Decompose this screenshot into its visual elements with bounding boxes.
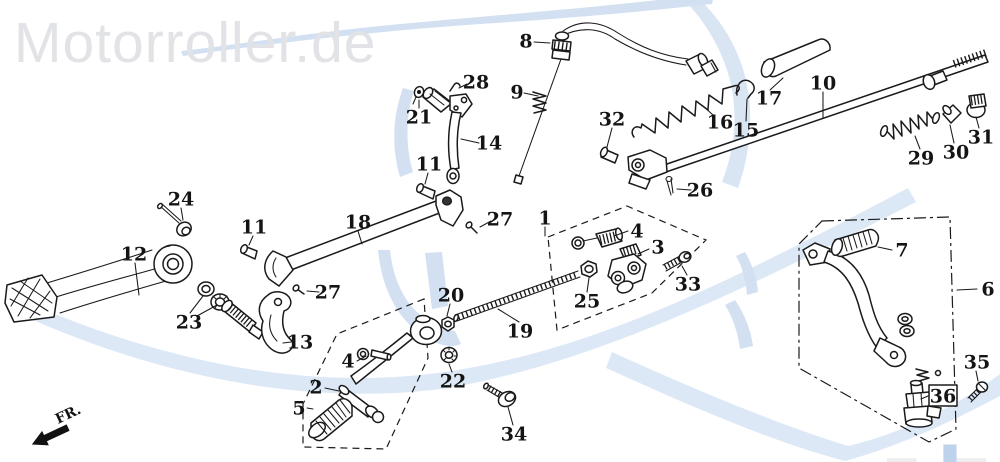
part-callout-12: 12 [121,244,147,266]
cable-spring [532,91,547,114]
grip-7 [830,228,880,258]
brake-rod-18 [264,189,464,287]
watermark-brand-bottom: Motorroller [0,419,1000,462]
boxed-label-36-frame [928,384,958,407]
part-callout-13: 13 [287,332,313,354]
part-callout-17: 17 [756,88,782,110]
joint-3 [607,243,647,294]
kickstart-lever [802,242,942,428]
adjuster-31 [966,93,987,119]
screw-27-upper [465,221,478,234]
leader-lines [134,41,980,426]
part-callout-2: 2 [309,377,322,399]
rod-clamp [627,149,668,190]
part-callout-11: 11 [241,217,267,239]
part-callout-19: 19 [507,321,533,343]
cotter-pin-26 [665,175,674,196]
part-callout-14: 14 [476,133,502,155]
screw-27-lower [292,284,305,295]
pedal-pad [4,274,58,323]
inner-cable [518,58,562,177]
part-callout-29: 29 [908,148,934,170]
nut-20 [441,316,455,332]
hook-15 [735,79,755,99]
spring-16 [631,84,740,138]
fr-arrow-icon [31,424,70,446]
part-callout-32: 32 [599,109,625,131]
screw-35 [967,381,989,403]
bolt-24 [156,202,192,237]
watermark-brand-top: Motorroller.de [14,11,377,75]
cable-assembly [513,22,719,185]
part-callout-16: 16 [707,112,733,134]
part-callout-5: 5 [292,398,305,420]
parts-drawing [4,22,989,450]
pin-11-lower [239,243,258,260]
part-callout-30: 30 [943,142,969,164]
watermark-brand-suffix: .de [878,428,1000,462]
part-callout-7: 7 [895,240,908,262]
lever-14 [422,86,473,185]
spring-29 [879,111,941,140]
part-callout-6: 6 [981,279,994,301]
part-callout-36: 36 [930,386,956,408]
part-callout-23: 23 [176,312,202,334]
part-callout-35: 35 [964,352,990,374]
rod-bracket [435,189,464,227]
nut-22 [440,346,458,364]
tie-rod-19 [453,270,581,323]
arm-13 [258,291,294,354]
part-callout-24: 24 [168,189,194,211]
part-callout-4: 4 [630,221,643,243]
part-callout-27: 27 [487,209,513,231]
part-callout-25: 25 [574,291,600,313]
bolt-33 [662,251,692,272]
part-callout-21: 21 [406,107,432,129]
watermark-swirl-bar [425,252,448,309]
watermark-swirl-curl [394,88,414,177]
splined-shaft [221,299,264,340]
gearshift-pedal [308,314,443,442]
group-box-2 [302,298,429,450]
hook-28 [449,82,461,92]
part-callout-10: 10 [810,73,836,95]
watermark-petal-upper [736,252,758,295]
part-callout-26: 26 [687,180,713,202]
bolt-4-upper [571,227,624,250]
bolt-34 [482,382,517,408]
watermark-band-main [24,188,916,394]
part-callout-8: 8 [519,31,532,53]
watermark-petal-lower [725,300,753,349]
part-callout-31: 31 [968,127,994,149]
part-callout-9: 9 [510,82,523,104]
part-callout-4: 4 [341,351,354,373]
part-callout-34: 34 [501,424,527,446]
part-callout-33: 33 [675,274,701,296]
nut-25 [580,260,598,278]
part-callout-15: 15 [733,120,759,142]
part-callout-3: 3 [651,237,664,259]
part-callout-11: 11 [416,154,442,176]
watermark-band-lower [606,352,1000,461]
group-box-1 [547,205,708,331]
part-callout-18: 18 [345,212,371,234]
part-callout-22: 22 [440,371,466,393]
watermark-ribbon-top [181,0,713,56]
brake-pedal-12 [4,244,193,323]
part-callout-28: 28 [463,72,489,94]
pin-11-upper [415,182,436,200]
part-callout-27: 27 [315,282,341,304]
group-box-6 [798,216,957,443]
pin-32 [599,146,619,164]
sleeve-30 [942,104,962,124]
part-callout-20: 20 [438,285,464,307]
grip-17 [760,38,831,78]
part-callout-1: 1 [538,208,551,230]
